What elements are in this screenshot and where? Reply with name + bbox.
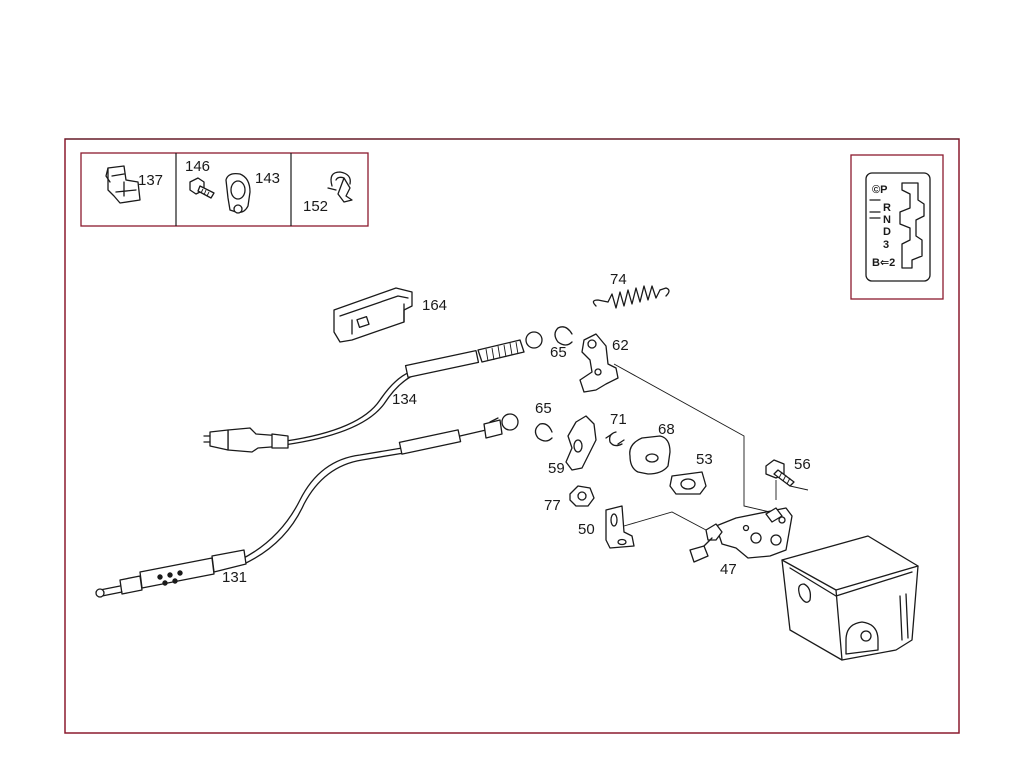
callout-164: 164 — [422, 297, 447, 314]
callout-59: 59 — [548, 460, 565, 477]
callout-50: 50 — [578, 521, 595, 538]
callout-134: 134 — [392, 391, 417, 408]
part-59-lever — [565, 415, 597, 471]
part-53-plate — [669, 471, 707, 495]
callout-74: 74 — [610, 271, 627, 288]
gate-position-p: ©P — [872, 184, 887, 196]
part-77-nut — [569, 485, 595, 507]
part-143-holder — [225, 172, 251, 214]
part-56-screw — [765, 459, 795, 487]
callout-47: 47 — [720, 561, 737, 578]
gate-position-3: 3 — [883, 239, 889, 251]
part-137-clip — [105, 165, 141, 204]
callout-56: 56 — [794, 456, 811, 473]
callout-65-lower: 65 — [535, 400, 552, 417]
callout-71: 71 — [610, 411, 627, 428]
part-146-bolt — [189, 177, 215, 199]
part-74-spring — [592, 285, 670, 309]
callout-62: 62 — [612, 337, 629, 354]
callout-146: 146 — [185, 158, 210, 175]
part-47-main-bracket — [689, 507, 793, 563]
shift-gate-inset: ©P R N D 3 B⇐2 — [850, 154, 944, 300]
gate-position-n: N — [883, 214, 891, 226]
part-68-cam — [629, 435, 671, 475]
part-134-cable — [203, 331, 543, 453]
gate-position-b2: B⇐2 — [872, 257, 895, 269]
callout-77: 77 — [544, 497, 561, 514]
callout-131: 131 — [222, 569, 247, 586]
part-62-lever — [579, 333, 619, 393]
gate-position-r: R — [883, 202, 891, 214]
part-65-clip-upper — [554, 326, 573, 346]
callout-53: 53 — [696, 451, 713, 468]
callout-137: 137 — [138, 172, 163, 189]
part-164-cover — [333, 287, 413, 343]
callout-152: 152 — [303, 198, 328, 215]
callout-143: 143 — [255, 170, 280, 187]
part-65-clip-lower — [534, 423, 553, 442]
housing-box — [781, 535, 919, 661]
part-131-cable — [95, 413, 519, 598]
callout-68: 68 — [658, 421, 675, 438]
assembly-lines — [613, 363, 809, 531]
gate-position-d: D — [883, 226, 891, 238]
part-50-bracket — [605, 505, 635, 549]
part-152-spring-clip — [327, 171, 353, 203]
small-parts-inset: 137 146 143 152 — [80, 152, 369, 227]
callout-65-upper: 65 — [550, 344, 567, 361]
part-71-detail — [605, 433, 625, 445]
